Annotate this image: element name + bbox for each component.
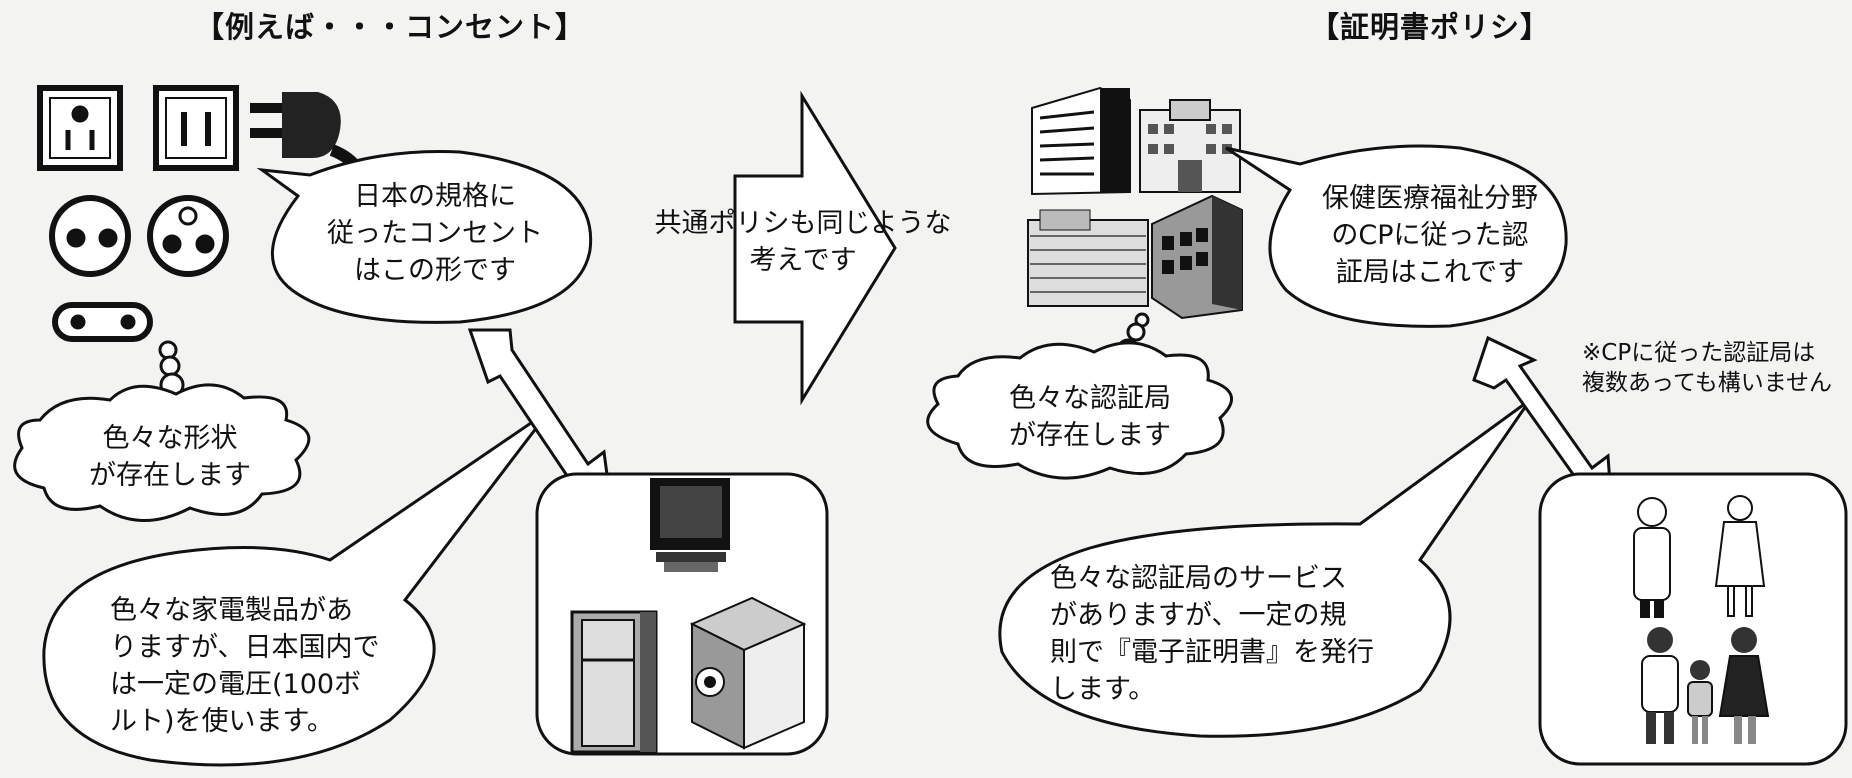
section-title-policy: 【証明書ポリシ】: [1309, 10, 1550, 44]
cloud-various-ca-text: 色々な認証局 が存在します: [1009, 383, 1171, 451]
hospital-building-icon: [1139, 99, 1241, 193]
ca-multiple-note: ※CPに従った認証局は 複数あっても構いません: [1582, 340, 1833, 396]
big-arrow-shape: [733, 90, 897, 406]
modern-building-icon: [1151, 194, 1243, 320]
speech-bubble-appliances-shape: [42, 408, 552, 767]
speech-bubble-standard-text: 日本の規格に 従ったコンセント はこの形です: [327, 181, 543, 286]
speech-bubble-services-text: 色々な認証局のサービス がありますが、一定の規 則で『電子証明書』を発行 します…: [1050, 563, 1374, 705]
speech-bubble-appliances-text: 色々な家電製品があ りますが、日本国内で は一定の電圧(100ボ ルト)を使いま…: [110, 595, 380, 737]
washing-machine-icon: [689, 596, 807, 750]
cloud-shape-left: [13, 383, 311, 522]
section-title-example: 【例えば・・・コンセント】: [194, 10, 585, 44]
speech-bubble-services-shape: [998, 398, 1532, 738]
speech-bubble-standard-shape: [256, 150, 593, 324]
cloud-shape-right: [926, 341, 1233, 480]
people-panel: [1538, 472, 1848, 766]
big-arrow-label: 共通ポリシも同じような 考えです: [654, 208, 952, 276]
television-icon: [650, 478, 730, 572]
cloud-various-shapes-text: 色々な形状 が存在します: [89, 423, 251, 491]
speech-bubble-ca-shape: [1225, 144, 1568, 328]
nurse-icon: [1714, 495, 1766, 617]
apartment-building-icon: [1027, 209, 1149, 307]
family-icon: [1641, 627, 1770, 744]
speech-bubble-ca-text: 保健医療福祉分野 のCPに従った認 証局はこれです: [1322, 183, 1538, 288]
office-building-icon: [1031, 86, 1131, 196]
power-outlet-icons: [37, 85, 239, 342]
refrigerator-icon: [570, 610, 658, 754]
doctor-icon: [1633, 497, 1671, 618]
